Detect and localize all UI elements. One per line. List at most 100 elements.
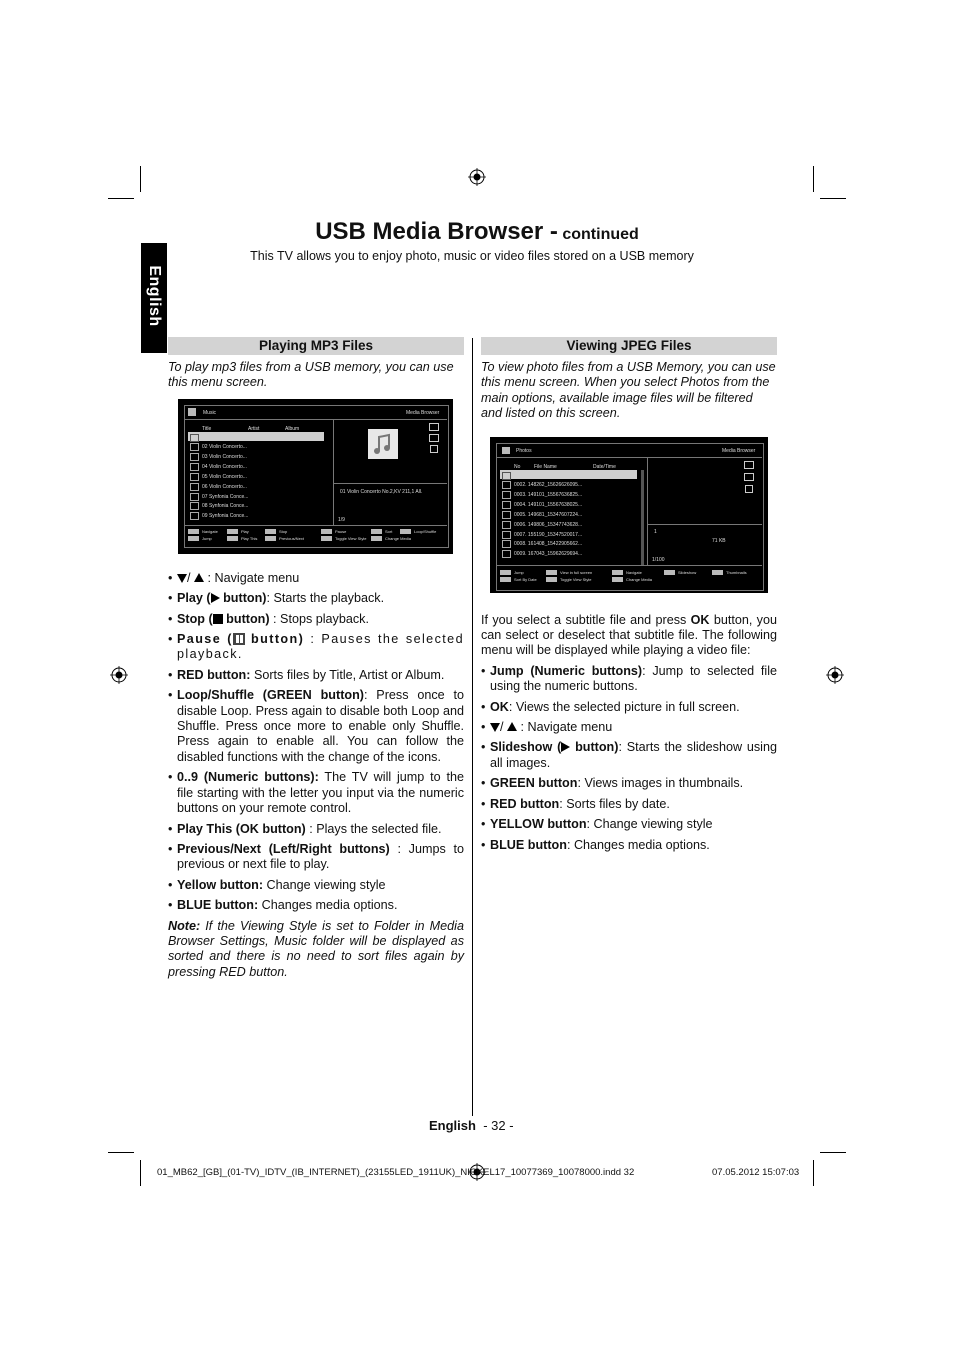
photo-screen-title: Photos <box>516 448 532 454</box>
photo-row[interactable]: 0009. 167043_15962629694... <box>514 551 583 558</box>
slug-timestamp: 07.05.2012 15:07:03 <box>712 1167 800 1178</box>
photo-scrollbar[interactable] <box>641 470 644 565</box>
photo-screen-titlebar <box>497 444 762 458</box>
music-file-icon <box>190 443 199 451</box>
bullet-item: Stop ( button) : Stops playback. <box>168 611 464 628</box>
photo-info-divider <box>648 524 762 525</box>
pause-icon <box>232 633 245 646</box>
music-screen-title: Music <box>203 410 217 416</box>
legend-label: Jump <box>514 570 524 575</box>
stop-icon <box>212 613 223 624</box>
bullet-item: RED button: Sorts files by Title, Artist… <box>168 667 464 684</box>
music-row[interactable]: 04 Violin Concerto... <box>202 463 247 470</box>
note-text: If the Viewing Style is set to Folder in… <box>168 918 464 979</box>
bullet-bold: YELLOW button <box>490 817 587 832</box>
music-row[interactable]: 09 Synfonia Conce... <box>202 513 249 520</box>
legend-label: Pause <box>335 529 347 534</box>
photo-row[interactable]: 0004. 149101_15567638025... <box>514 501 583 508</box>
registration-mark-icon <box>110 666 128 684</box>
legend-key-icon <box>265 529 276 534</box>
legend-key-icon <box>227 529 238 534</box>
bullet-bold: button) <box>570 740 619 755</box>
music-row[interactable]: 06 Violin Concerto... <box>202 483 247 490</box>
photo-selected-row[interactable] <box>500 470 637 479</box>
photo-screen-right-title: Media Browser <box>722 448 756 454</box>
music-row[interactable]: 02 Violin Concerto... <box>202 444 247 450</box>
bullet-item: Slideshow ( button): Starts the slidesho… <box>481 740 777 771</box>
photo-legend-divider <box>497 565 762 566</box>
down-arrow-icon <box>490 723 500 733</box>
page-subtitle: This TV allows you to enjoy photo, music… <box>250 249 694 263</box>
photo-row[interactable]: 0003. 149101_15567636825... <box>514 491 583 498</box>
bullet-text: : Plays the selected file. <box>305 821 442 836</box>
music-file-icon <box>190 472 199 481</box>
crop-mark <box>108 1152 134 1153</box>
crop-mark <box>813 1160 814 1186</box>
music-col-artist: Artist <box>248 426 260 432</box>
title-suffix: continued <box>562 226 639 243</box>
mp3-bullet-list: / : Navigate menuPlay ( button): Starts … <box>168 571 464 914</box>
music-screen-right-title: Media Browser <box>406 410 440 416</box>
legend-key-icon <box>612 570 623 575</box>
photo-file-icon <box>502 550 511 559</box>
photo-detail-size: 71 KB <box>712 538 726 544</box>
bullet-bold: RED button: <box>177 667 251 682</box>
legend-key-icon <box>400 529 411 534</box>
photo-row[interactable]: 0002. 148262_15626626095... <box>514 482 583 488</box>
music-file-icon <box>190 492 199 501</box>
music-pane-divider <box>333 419 334 525</box>
photo-folder-icon <box>502 447 510 454</box>
bullet-text: : Jumps to previous or next file to play… <box>177 841 464 872</box>
music-row[interactable]: 07 Synfonia Conce... <box>202 493 249 500</box>
bullet-text: The TV will jump to the file starting wi… <box>177 770 464 816</box>
legend-key-icon <box>188 529 199 534</box>
legend-key-icon <box>500 570 511 575</box>
bullet-item: BLUE button: Changes media options. <box>481 837 777 854</box>
crop-mark <box>820 1152 846 1153</box>
legend-key-icon <box>664 570 675 575</box>
legend-key-icon <box>321 529 332 534</box>
legend-label: Jump <box>202 536 212 541</box>
bullet-text: : Changes media options. <box>566 837 710 852</box>
crop-mark <box>820 198 846 199</box>
photo-row[interactable]: 0005. 149681_15347607224... <box>514 511 583 518</box>
photo-file-icon <box>502 520 511 529</box>
music-file-icon <box>190 462 199 471</box>
music-row[interactable]: 03 Violin Concerto... <box>202 453 247 460</box>
legend-label: Toggle View Style <box>560 577 592 582</box>
photo-row[interactable]: 0007. 155190_15347520017... <box>514 531 583 538</box>
bullet-text: : Stops playback. <box>269 611 369 626</box>
subtitle-paragraph: If you select a subtitle file and press … <box>481 613 777 659</box>
photo-row[interactable]: 0008. 161408_15422905662... <box>514 541 583 548</box>
legend-label: Sort By Date <box>514 577 537 582</box>
music-legend-divider <box>185 525 447 526</box>
photo-file-icon <box>502 481 511 489</box>
music-note-icon <box>368 429 398 459</box>
page-title: USB Media Browser - continued <box>0 218 954 246</box>
music-selected-row[interactable] <box>188 432 324 441</box>
bullet-item: YELLOW button: Change viewing style <box>481 817 777 833</box>
bullet-item: Pause ( button) : Pauses the selected pl… <box>168 632 464 663</box>
bullet-bold: BLUE button <box>490 837 567 852</box>
bullet-bold: Loop/Shuffle (GREEN button) <box>177 688 364 703</box>
registration-mark-icon <box>468 168 486 186</box>
photo-file-icon <box>502 500 511 509</box>
music-row[interactable]: 08 Synfonia Conce... <box>202 503 249 510</box>
photo-col-no: No <box>514 464 521 470</box>
bullet-text: : Change viewing style <box>586 817 713 832</box>
photo-file-icon <box>502 540 511 549</box>
photo-row[interactable]: 0006. 149806_15347743628... <box>514 521 583 528</box>
up-arrow-icon <box>194 572 204 582</box>
crop-mark <box>813 166 814 192</box>
music-row[interactable]: 05 Violin Concerto... <box>202 473 247 480</box>
music-file-icon <box>190 452 199 461</box>
photo-detail-number: 1 <box>654 529 657 535</box>
crop-mark <box>140 1160 141 1186</box>
photo-counter: 1/100 <box>652 557 665 563</box>
language-tab-label: English <box>146 265 163 327</box>
title-main: USB Media Browser - <box>315 218 558 245</box>
legend-key-icon <box>227 536 238 541</box>
bullet-text: : Navigate menu <box>204 570 300 585</box>
shuffle-icon <box>429 434 439 442</box>
bullet-text: : Navigate menu <box>517 720 613 735</box>
